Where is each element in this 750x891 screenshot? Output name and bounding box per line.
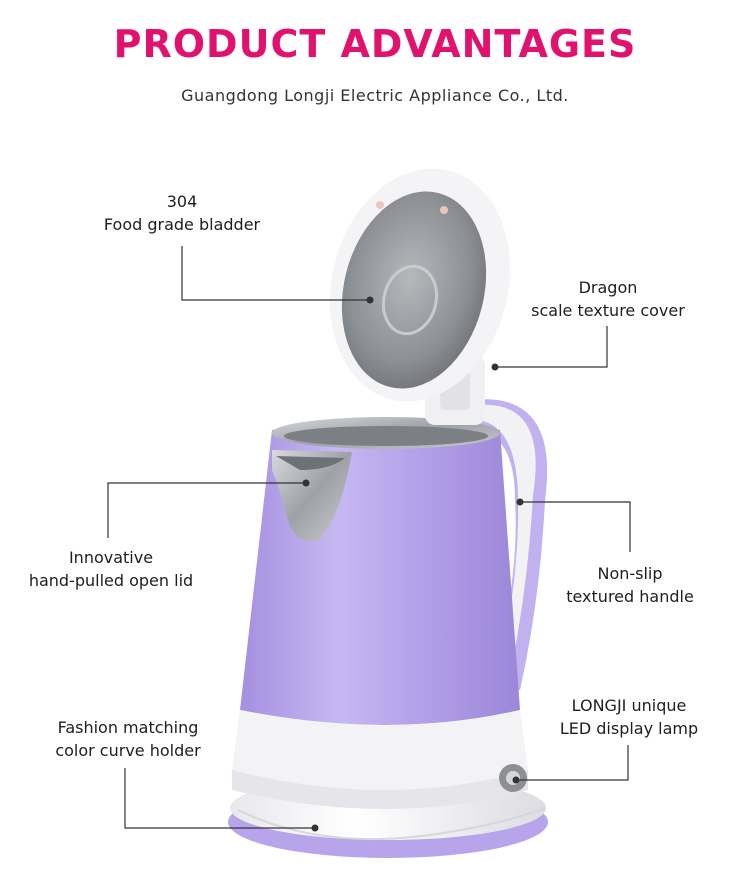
callout-line-cover: [495, 326, 608, 368]
kettle-body: [232, 420, 528, 809]
kettle-spout: [272, 450, 352, 541]
callout-lines: [107, 246, 631, 829]
callout-line-led: [516, 745, 629, 781]
callout-line-holder: [124, 768, 315, 829]
feature-handle-line1: Non-slip: [597, 564, 663, 583]
open-lid: [329, 168, 511, 402]
callout-line-handle: [520, 501, 631, 552]
feature-label-handle: Non-slip textured handle: [560, 562, 700, 608]
feature-label-lid: Innovative hand-pulled open lid: [20, 546, 202, 592]
feature-label-cover: Dragon scale texture cover: [524, 276, 692, 322]
callout-line-bladder: [181, 246, 370, 301]
callout-dots: [302, 296, 524, 832]
callout-dot-lid: [302, 479, 310, 487]
feature-cover-line2: scale texture cover: [531, 301, 685, 320]
callout-dot-cover: [491, 363, 499, 371]
feature-label-holder: Fashion matching color curve holder: [48, 716, 208, 762]
feature-holder-line1: Fashion matching: [57, 718, 199, 737]
feature-led-line1: LONGJI unique: [571, 696, 687, 715]
callout-dot-bladder: [366, 296, 374, 304]
kettle-handle: [470, 399, 548, 690]
feature-handle-line2: textured handle: [566, 587, 694, 606]
feature-label-led: LONGJI unique LED display lamp: [553, 694, 705, 740]
feature-lid-line1: Innovative: [68, 548, 154, 567]
callout-dot-handle: [516, 498, 524, 506]
callout-dot-holder: [311, 824, 319, 832]
feature-led-line2: LED display lamp: [559, 719, 699, 738]
company-name: Guangdong Longji Electric Appliance Co.,…: [181, 86, 569, 105]
callout-dot-led: [512, 776, 520, 784]
feature-label-bladder: 304 Food grade bladder: [96, 190, 268, 236]
page-title: PRODUCT ADVANTAGES: [113, 22, 637, 66]
feature-bladder-line2: Food grade bladder: [103, 215, 261, 234]
feature-holder-line2: color curve holder: [55, 741, 201, 760]
callout-line-lid: [107, 482, 306, 538]
feature-lid-line2: hand-pulled open lid: [28, 571, 194, 590]
led-power-button: [499, 764, 527, 792]
feature-cover-line1: Dragon: [578, 278, 638, 297]
feature-bladder-line1: 304: [166, 192, 198, 211]
